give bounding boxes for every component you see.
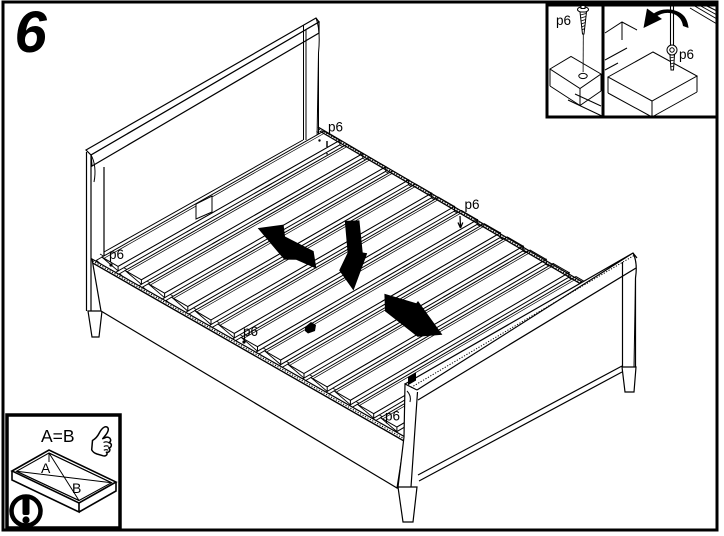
svg-text:B: B <box>72 480 81 496</box>
svg-text:p6: p6 <box>385 409 400 424</box>
svg-text:6: 6 <box>15 0 48 65</box>
svg-text:A: A <box>41 460 51 476</box>
svg-text:p6: p6 <box>556 13 571 28</box>
svg-text:p6: p6 <box>679 47 694 62</box>
svg-text:p6: p6 <box>243 324 258 339</box>
svg-text:p6: p6 <box>465 197 480 212</box>
svg-text:p6: p6 <box>328 120 343 135</box>
svg-text:A=B: A=B <box>41 426 75 446</box>
svg-text:p6: p6 <box>109 247 124 262</box>
